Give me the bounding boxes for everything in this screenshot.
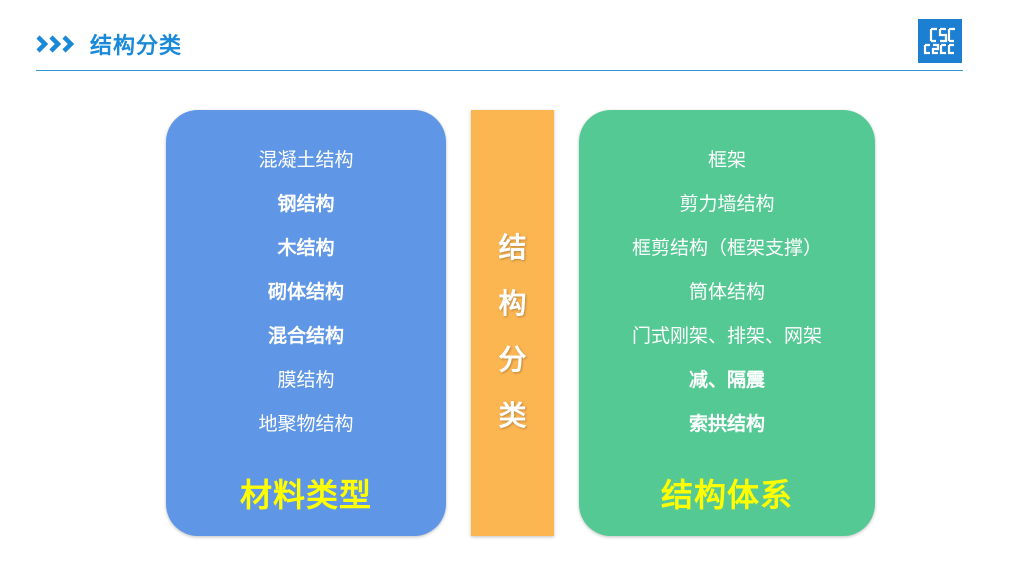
list-item: 混凝土结构 [258, 149, 354, 171]
list-item: 框剪结构（框架支撑） [631, 237, 822, 259]
list-item: 索拱结构 [688, 413, 765, 435]
page-title: 结构分类 [90, 34, 183, 59]
center-title-char: 类 [498, 399, 527, 432]
structural-system-list: 框架 剪力墙结构 框剪结构（框架支撑） 筒体结构 门式刚架、排架、网架 减、隔震… [632, 148, 822, 456]
cscec-logo [918, 19, 962, 63]
page-header: 结构分类 [36, 26, 182, 62]
center-title-bar: 结 构 分 类 [471, 110, 554, 536]
center-title-char: 构 [498, 287, 527, 320]
list-item: 减、隔震 [688, 369, 765, 391]
header-divider [36, 70, 963, 71]
cscec-logo-icon [923, 27, 955, 55]
list-item: 筒体结构 [688, 281, 765, 303]
material-type-card: 混凝土结构 钢结构 木结构 砌体结构 混合结构 膜结构 地聚物结构 材料类型 [166, 110, 446, 536]
list-item: 钢结构 [277, 193, 335, 215]
list-item: 框架 [707, 149, 746, 171]
material-type-list: 混凝土结构 钢结构 木结构 砌体结构 混合结构 膜结构 地聚物结构 [258, 148, 353, 456]
list-item: 门式刚架、排架、网架 [631, 325, 822, 347]
structural-system-card: 框架 剪力墙结构 框剪结构（框架支撑） 筒体结构 门式刚架、排架、网架 减、隔震… [579, 110, 875, 536]
triple-chevron-icon [36, 34, 78, 54]
structural-system-label: 结构体系 [660, 476, 793, 514]
list-item: 剪力墙结构 [679, 193, 775, 215]
list-item: 膜结构 [277, 369, 335, 391]
list-item: 混合结构 [267, 325, 344, 347]
list-item: 砌体结构 [267, 281, 344, 303]
list-item: 地聚物结构 [258, 413, 354, 435]
material-type-label: 材料类型 [239, 476, 372, 514]
center-title-char: 分 [498, 343, 527, 376]
center-title-char: 结 [498, 231, 527, 264]
list-item: 木结构 [277, 237, 335, 259]
